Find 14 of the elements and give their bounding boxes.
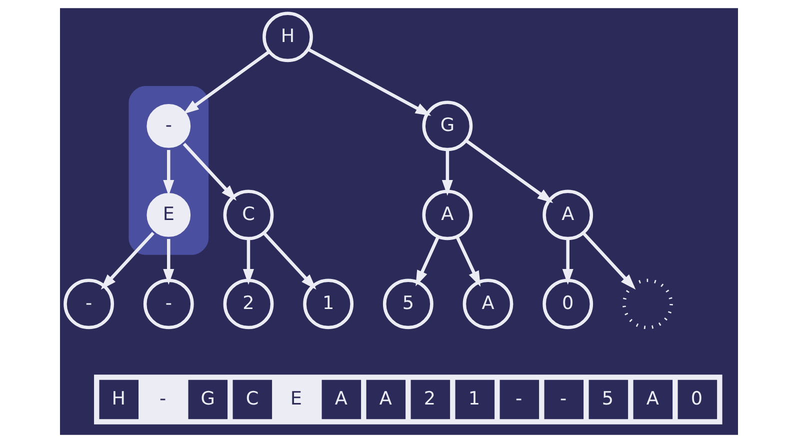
label: A: [334, 388, 348, 410]
label: A: [646, 388, 659, 410]
label: -: [515, 388, 522, 410]
label: E: [290, 388, 302, 410]
label: 1: [468, 388, 480, 410]
label: 0: [690, 388, 703, 410]
label: C: [246, 388, 259, 410]
label: 5: [602, 388, 614, 410]
label: -: [159, 388, 166, 410]
label: G: [200, 388, 215, 410]
label: -: [560, 388, 567, 410]
label: 2: [424, 388, 436, 410]
label: H: [112, 388, 126, 410]
label: A: [379, 388, 392, 410]
